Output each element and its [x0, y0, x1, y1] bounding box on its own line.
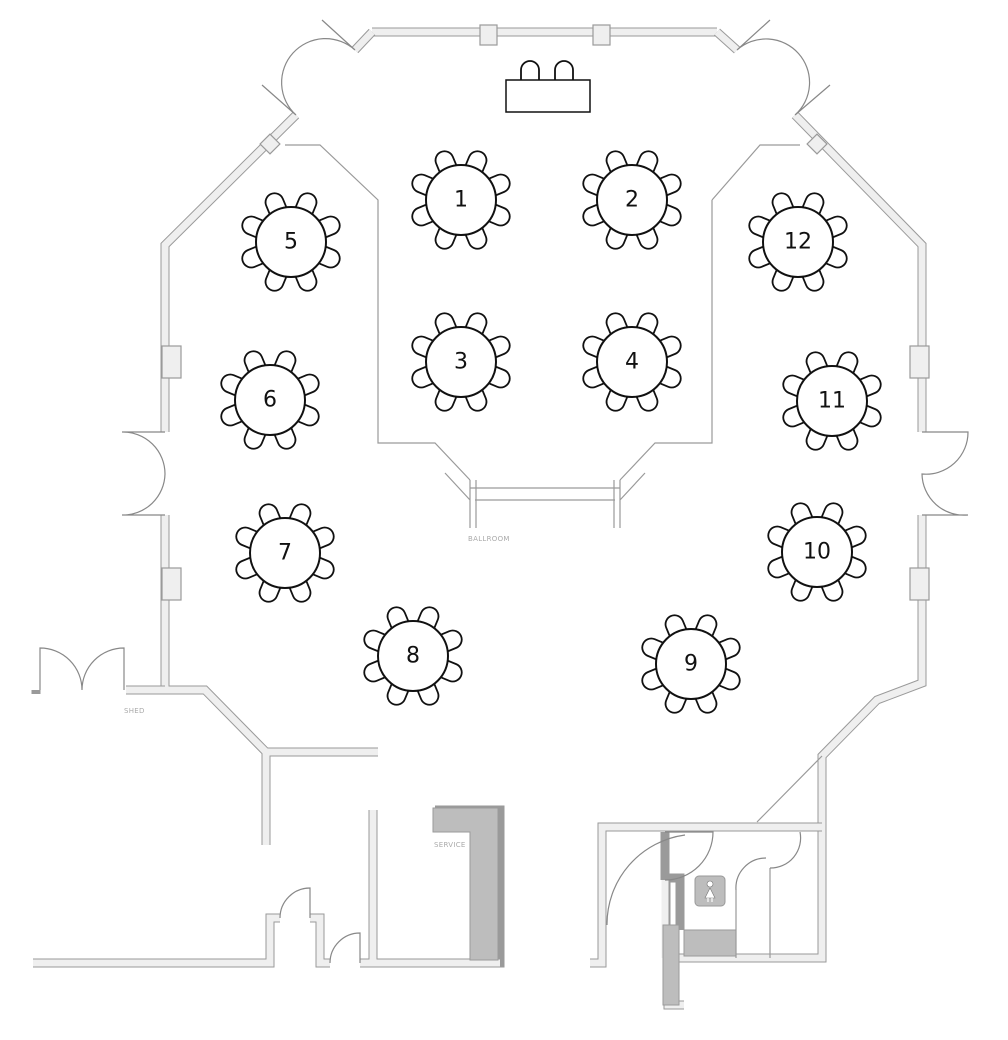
table-number: 1 — [454, 188, 468, 213]
table-number: 8 — [406, 644, 420, 669]
round-table — [781, 516, 853, 588]
round-table — [425, 326, 497, 398]
restroom-female-icon — [694, 875, 726, 907]
table-number: 2 — [625, 188, 639, 213]
round-table — [255, 206, 327, 278]
table-7[interactable]: 7 — [234, 502, 337, 605]
round-table — [425, 164, 497, 236]
round-table — [655, 628, 727, 700]
round-table — [377, 620, 449, 692]
ballroom-label: BALLROOM — [468, 535, 510, 543]
table-number: 7 — [278, 541, 292, 566]
head-table — [505, 60, 591, 113]
round-table — [249, 517, 321, 589]
table-6[interactable]: 6 — [219, 349, 322, 452]
table-5[interactable]: 5 — [240, 191, 343, 294]
table-10[interactable]: 10 — [766, 501, 869, 604]
table-number: 10 — [803, 540, 831, 565]
table-8[interactable]: 8 — [362, 605, 465, 708]
table-number: 6 — [263, 388, 277, 413]
counter — [662, 924, 680, 1006]
service-counter — [432, 807, 499, 961]
pillars — [161, 24, 930, 601]
round-table — [796, 365, 868, 437]
service-label: SERVICE — [434, 841, 466, 849]
counter — [683, 929, 737, 957]
table-11[interactable]: 11 — [781, 350, 884, 453]
table-number: 9 — [684, 652, 698, 677]
table-1[interactable]: 1 — [410, 149, 513, 252]
table-number: 3 — [454, 350, 468, 375]
table-number: 5 — [284, 230, 298, 255]
round-table — [596, 164, 668, 236]
doors — [39, 19, 969, 964]
dance-floor — [285, 144, 800, 528]
shed-label: SHED — [124, 707, 145, 715]
round-table — [596, 326, 668, 398]
table-4[interactable]: 4 — [581, 311, 684, 414]
table-12[interactable]: 12 — [747, 191, 850, 294]
round-table — [234, 364, 306, 436]
table-number: 11 — [818, 389, 846, 414]
table-number: 12 — [784, 230, 812, 255]
table-2[interactable]: 2 — [581, 149, 684, 252]
table-number: 4 — [625, 350, 639, 375]
table-9[interactable]: 9 — [640, 613, 743, 716]
round-table — [762, 206, 834, 278]
table-3[interactable]: 3 — [410, 311, 513, 414]
